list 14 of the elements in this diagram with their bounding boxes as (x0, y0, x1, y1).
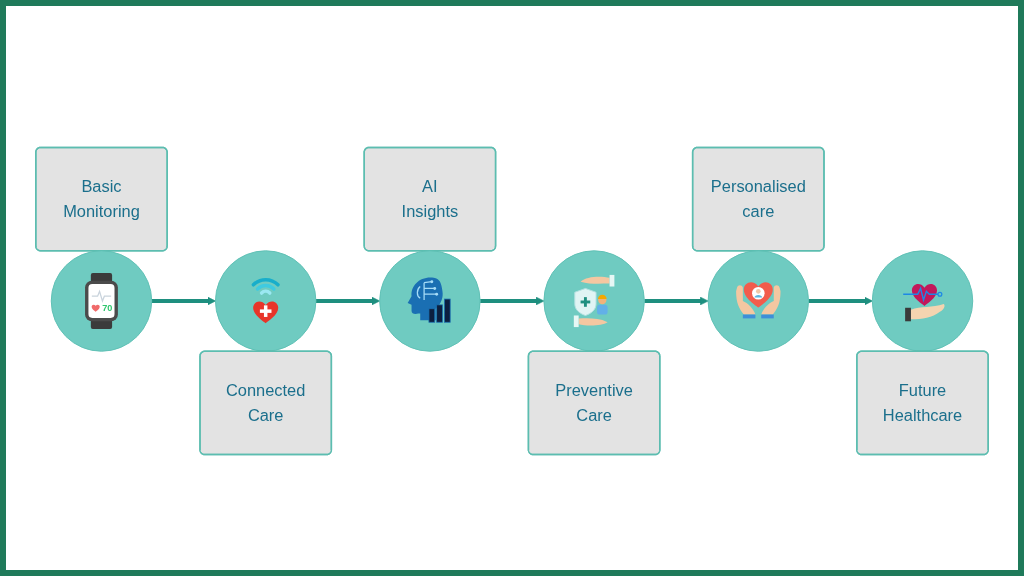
process-box: Basic Monitoring (35, 146, 168, 252)
icon-circle (214, 250, 317, 352)
process-box: Personalised care (691, 146, 825, 252)
process-box: Preventive Care (527, 350, 661, 456)
arrow (315, 296, 381, 306)
arrow (644, 296, 709, 306)
arrow (480, 296, 545, 306)
process-box: AI Insights (363, 146, 497, 252)
icon-circle (871, 250, 974, 352)
process-box: Future Healthcare (856, 350, 989, 456)
process-box: Connected Care (199, 350, 333, 456)
arrow (808, 296, 873, 306)
arrow (151, 296, 216, 306)
heart-rate-reading: 70 (102, 303, 113, 314)
